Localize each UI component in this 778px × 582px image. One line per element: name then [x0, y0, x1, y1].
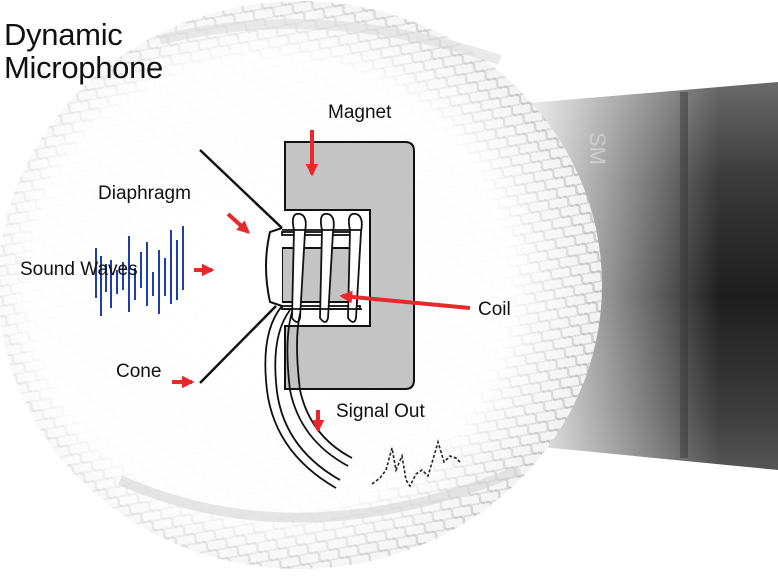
label-diaphragm: Diaphragm	[98, 183, 191, 205]
label-magnet: Magnet	[328, 102, 391, 124]
coil	[282, 214, 362, 322]
label-sound-waves: Sound Waves	[20, 259, 138, 281]
label-signal-out: Signal Out	[336, 401, 425, 423]
label-cone: Cone	[116, 361, 161, 383]
diaphragm	[266, 228, 282, 306]
title-line-1: Dynamic	[4, 18, 163, 51]
title-line-2: Microphone	[4, 51, 163, 84]
diagram-title: Dynamic Microphone	[4, 18, 163, 84]
label-coil: Coil	[478, 299, 511, 321]
